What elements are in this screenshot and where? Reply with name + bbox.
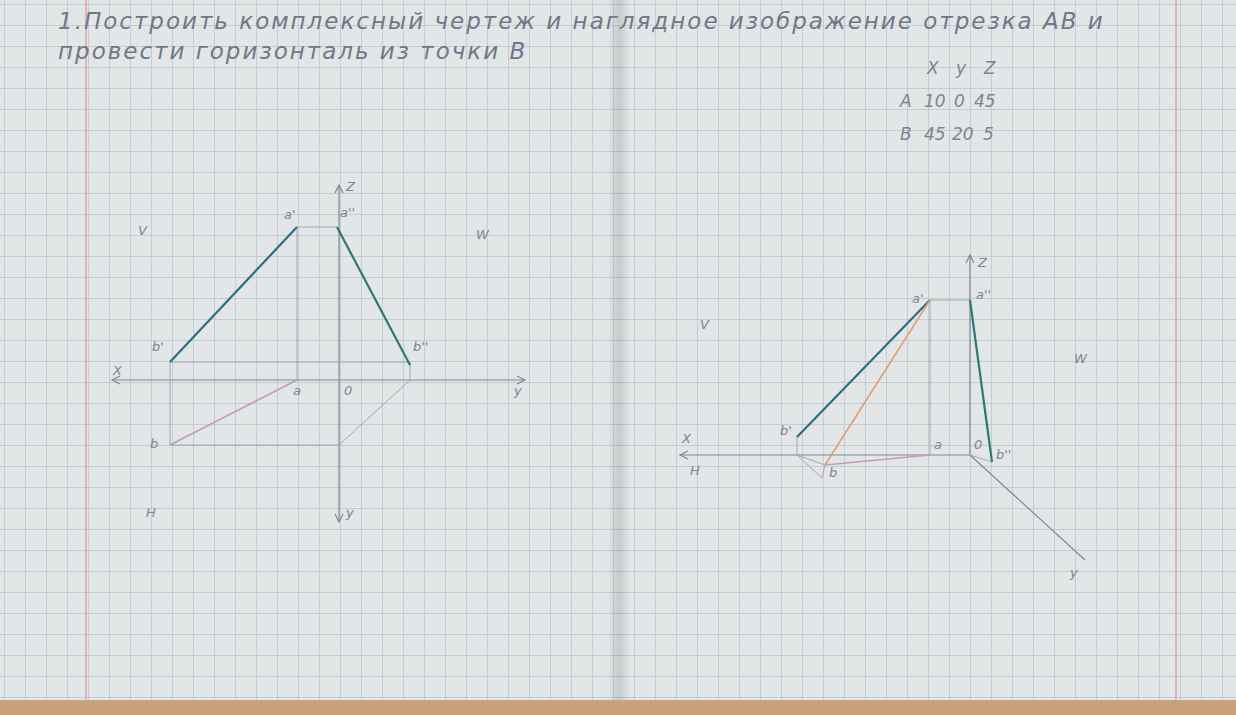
projections-right [797,300,992,465]
point-label: a' [284,208,296,221]
projections-left [170,227,410,445]
table-cell: 45 [924,126,946,143]
axis-label: W [1074,352,1087,365]
axis-label: V [700,318,709,331]
construction-lines-left [170,227,410,445]
axis-label: y [514,384,522,397]
axis-label: Z [978,256,987,269]
axis-label: y [346,506,354,519]
axis-label: y [1070,566,1078,579]
point-label: a'' [976,288,991,301]
table-cell: A [900,93,912,110]
table-cell: 20 [952,126,974,143]
axis-label: V [138,224,147,237]
point-label: b' [152,340,164,353]
table-cell: B [900,126,912,143]
construction-lines-right [797,300,992,478]
axis-label: W [476,228,489,241]
point-label: b [829,466,837,479]
table-header: Z [984,60,996,77]
point-label: a [934,438,942,451]
axis-label: Z [346,180,355,193]
point-label: b' [780,424,792,437]
point-label: b'' [413,340,428,353]
axis-label: X [113,364,122,377]
table-cell: 10 [924,93,946,110]
axis-label: X [682,432,691,445]
point-label: a' [912,292,924,305]
point-label: a'' [340,206,355,219]
table-cell: 5 [983,126,994,143]
point-label: a [293,384,301,397]
table-header: X [927,60,939,77]
table-cell: 0 [954,93,965,110]
axes-left [112,185,525,522]
axis-label: H [690,464,700,477]
point-label: 0 [974,438,982,451]
table-header: y [956,60,966,77]
point-label: b [150,437,158,450]
point-label: b'' [996,448,1011,461]
point-label: 0 [344,384,352,397]
axis-label: H [146,506,156,519]
axes-right [680,255,1085,560]
task-title: 1.Построить комплексный чертеж и наглядн… [58,6,1223,66]
table-cell: 45 [974,93,996,110]
